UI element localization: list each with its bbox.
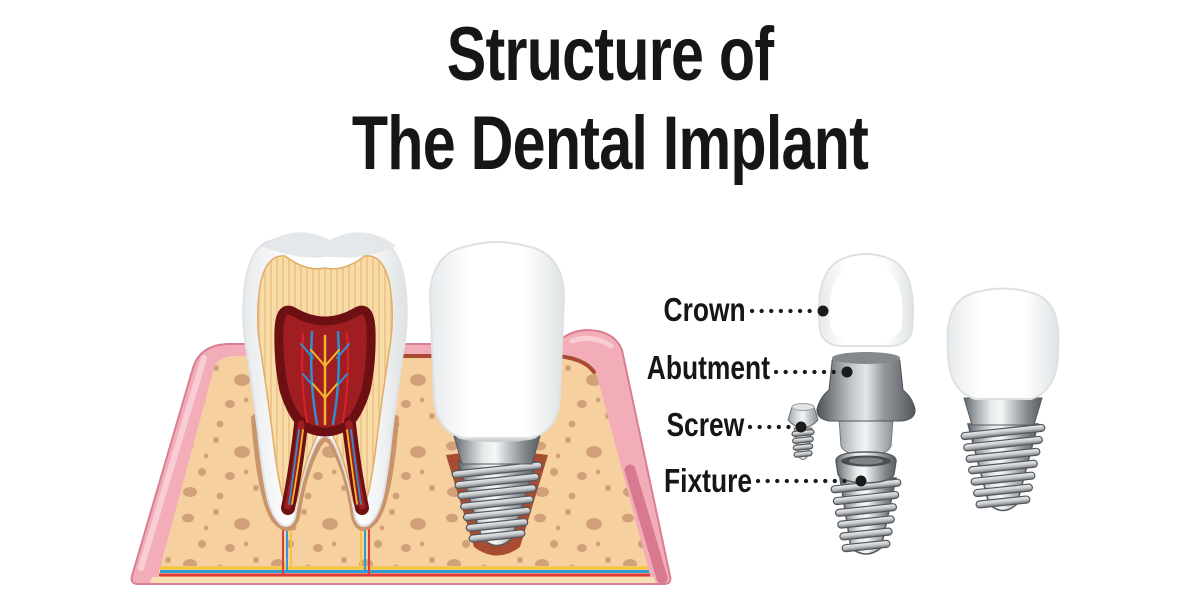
- abutment-top-face: [832, 352, 900, 364]
- exploded-implant-fixture: [830, 451, 902, 555]
- implant-in-bone: [428, 241, 566, 556]
- fixture-leader-dot: [855, 475, 867, 487]
- natural-tooth-cross-section: [242, 232, 408, 531]
- label-fixture: Fixture: [663, 462, 752, 499]
- assembled-collar: [963, 397, 1043, 426]
- exploded-implant-screw: [787, 403, 819, 460]
- assembled-crown: [946, 287, 1060, 400]
- bone-speckles: [162, 356, 648, 566]
- fixture-threads: [830, 478, 902, 553]
- exploded-crown-highlight: [829, 265, 903, 339]
- label-screw: Screw: [666, 406, 744, 443]
- screw-threads: [791, 429, 815, 458]
- gum-shadow-edge: [624, 464, 668, 584]
- assembled-implant: [946, 287, 1060, 512]
- assembled-screw-threads: [960, 423, 1046, 509]
- root-outline: [251, 415, 399, 531]
- exploded-implant-abutment: [816, 352, 916, 456]
- page-title: Structure of The Dental Implant: [134, 10, 1086, 188]
- gum-highlight-bump: [569, 335, 614, 349]
- bone-bottom-strip: [150, 577, 656, 583]
- exploded-implant-crown: [817, 253, 915, 348]
- abutment-leader-dot: [841, 366, 853, 378]
- label-abutment: Abutment: [646, 349, 770, 386]
- fixture-bore-inner: [849, 457, 883, 465]
- gum-highlight: [138, 355, 207, 571]
- label-crown: Crown: [663, 291, 746, 328]
- screw-head-top: [791, 403, 815, 411]
- title-line-2: The Dental Implant: [351, 101, 869, 186]
- title-line-1: Structure of: [446, 12, 774, 97]
- crown-leader-dot: [817, 305, 829, 317]
- pulp-nerves: [288, 330, 362, 505]
- implant-screw-threads: [451, 461, 543, 543]
- implant-crown: [428, 241, 566, 439]
- enamel-shading: [262, 232, 396, 258]
- screw-leader-dot: [795, 421, 807, 433]
